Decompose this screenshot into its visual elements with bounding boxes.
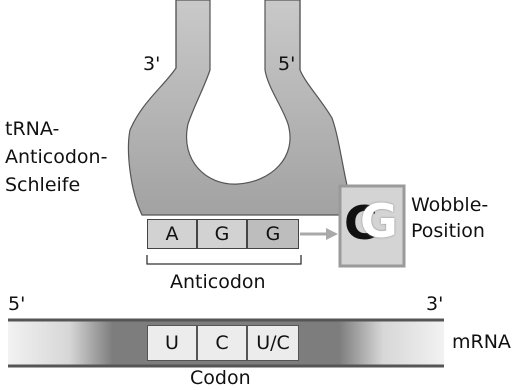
mrna-end-3prime: 3' (426, 293, 444, 315)
mrna-end-5prime: 5' (8, 293, 26, 315)
anticodon-base-2: G (197, 219, 247, 249)
wobble-arrow-head (326, 228, 338, 240)
anticodon-label: Anticodon (170, 271, 266, 293)
trna-label-line-1: tRNA- (5, 118, 60, 140)
codon-base-1: U (147, 325, 197, 361)
trna-label-line-3: Schleife (5, 174, 81, 196)
anticodon-bracket (146, 255, 302, 265)
anticodon-base-1: A (147, 219, 197, 249)
anticodon-base-3-wobble: G (247, 219, 299, 249)
trna-loop-shape (127, 0, 355, 216)
trna-end-5prime: 5' (278, 53, 296, 75)
wobble-glyph-g: G (360, 194, 398, 248)
codon-base-3: U/C (247, 325, 299, 361)
wobble-glyph-c: C (344, 196, 378, 250)
wobble-box (338, 184, 406, 268)
wobble-label-line-1: Wobble- (411, 194, 489, 216)
codon-label: Codon (190, 367, 251, 389)
codon-base-2: C (197, 325, 247, 361)
wobble-label-line-2: Position (411, 220, 485, 242)
trna-end-3prime: 3' (143, 53, 161, 75)
mrna-label: mRNA (452, 331, 511, 353)
trna-label-line-2: Anticodon- (5, 146, 108, 168)
